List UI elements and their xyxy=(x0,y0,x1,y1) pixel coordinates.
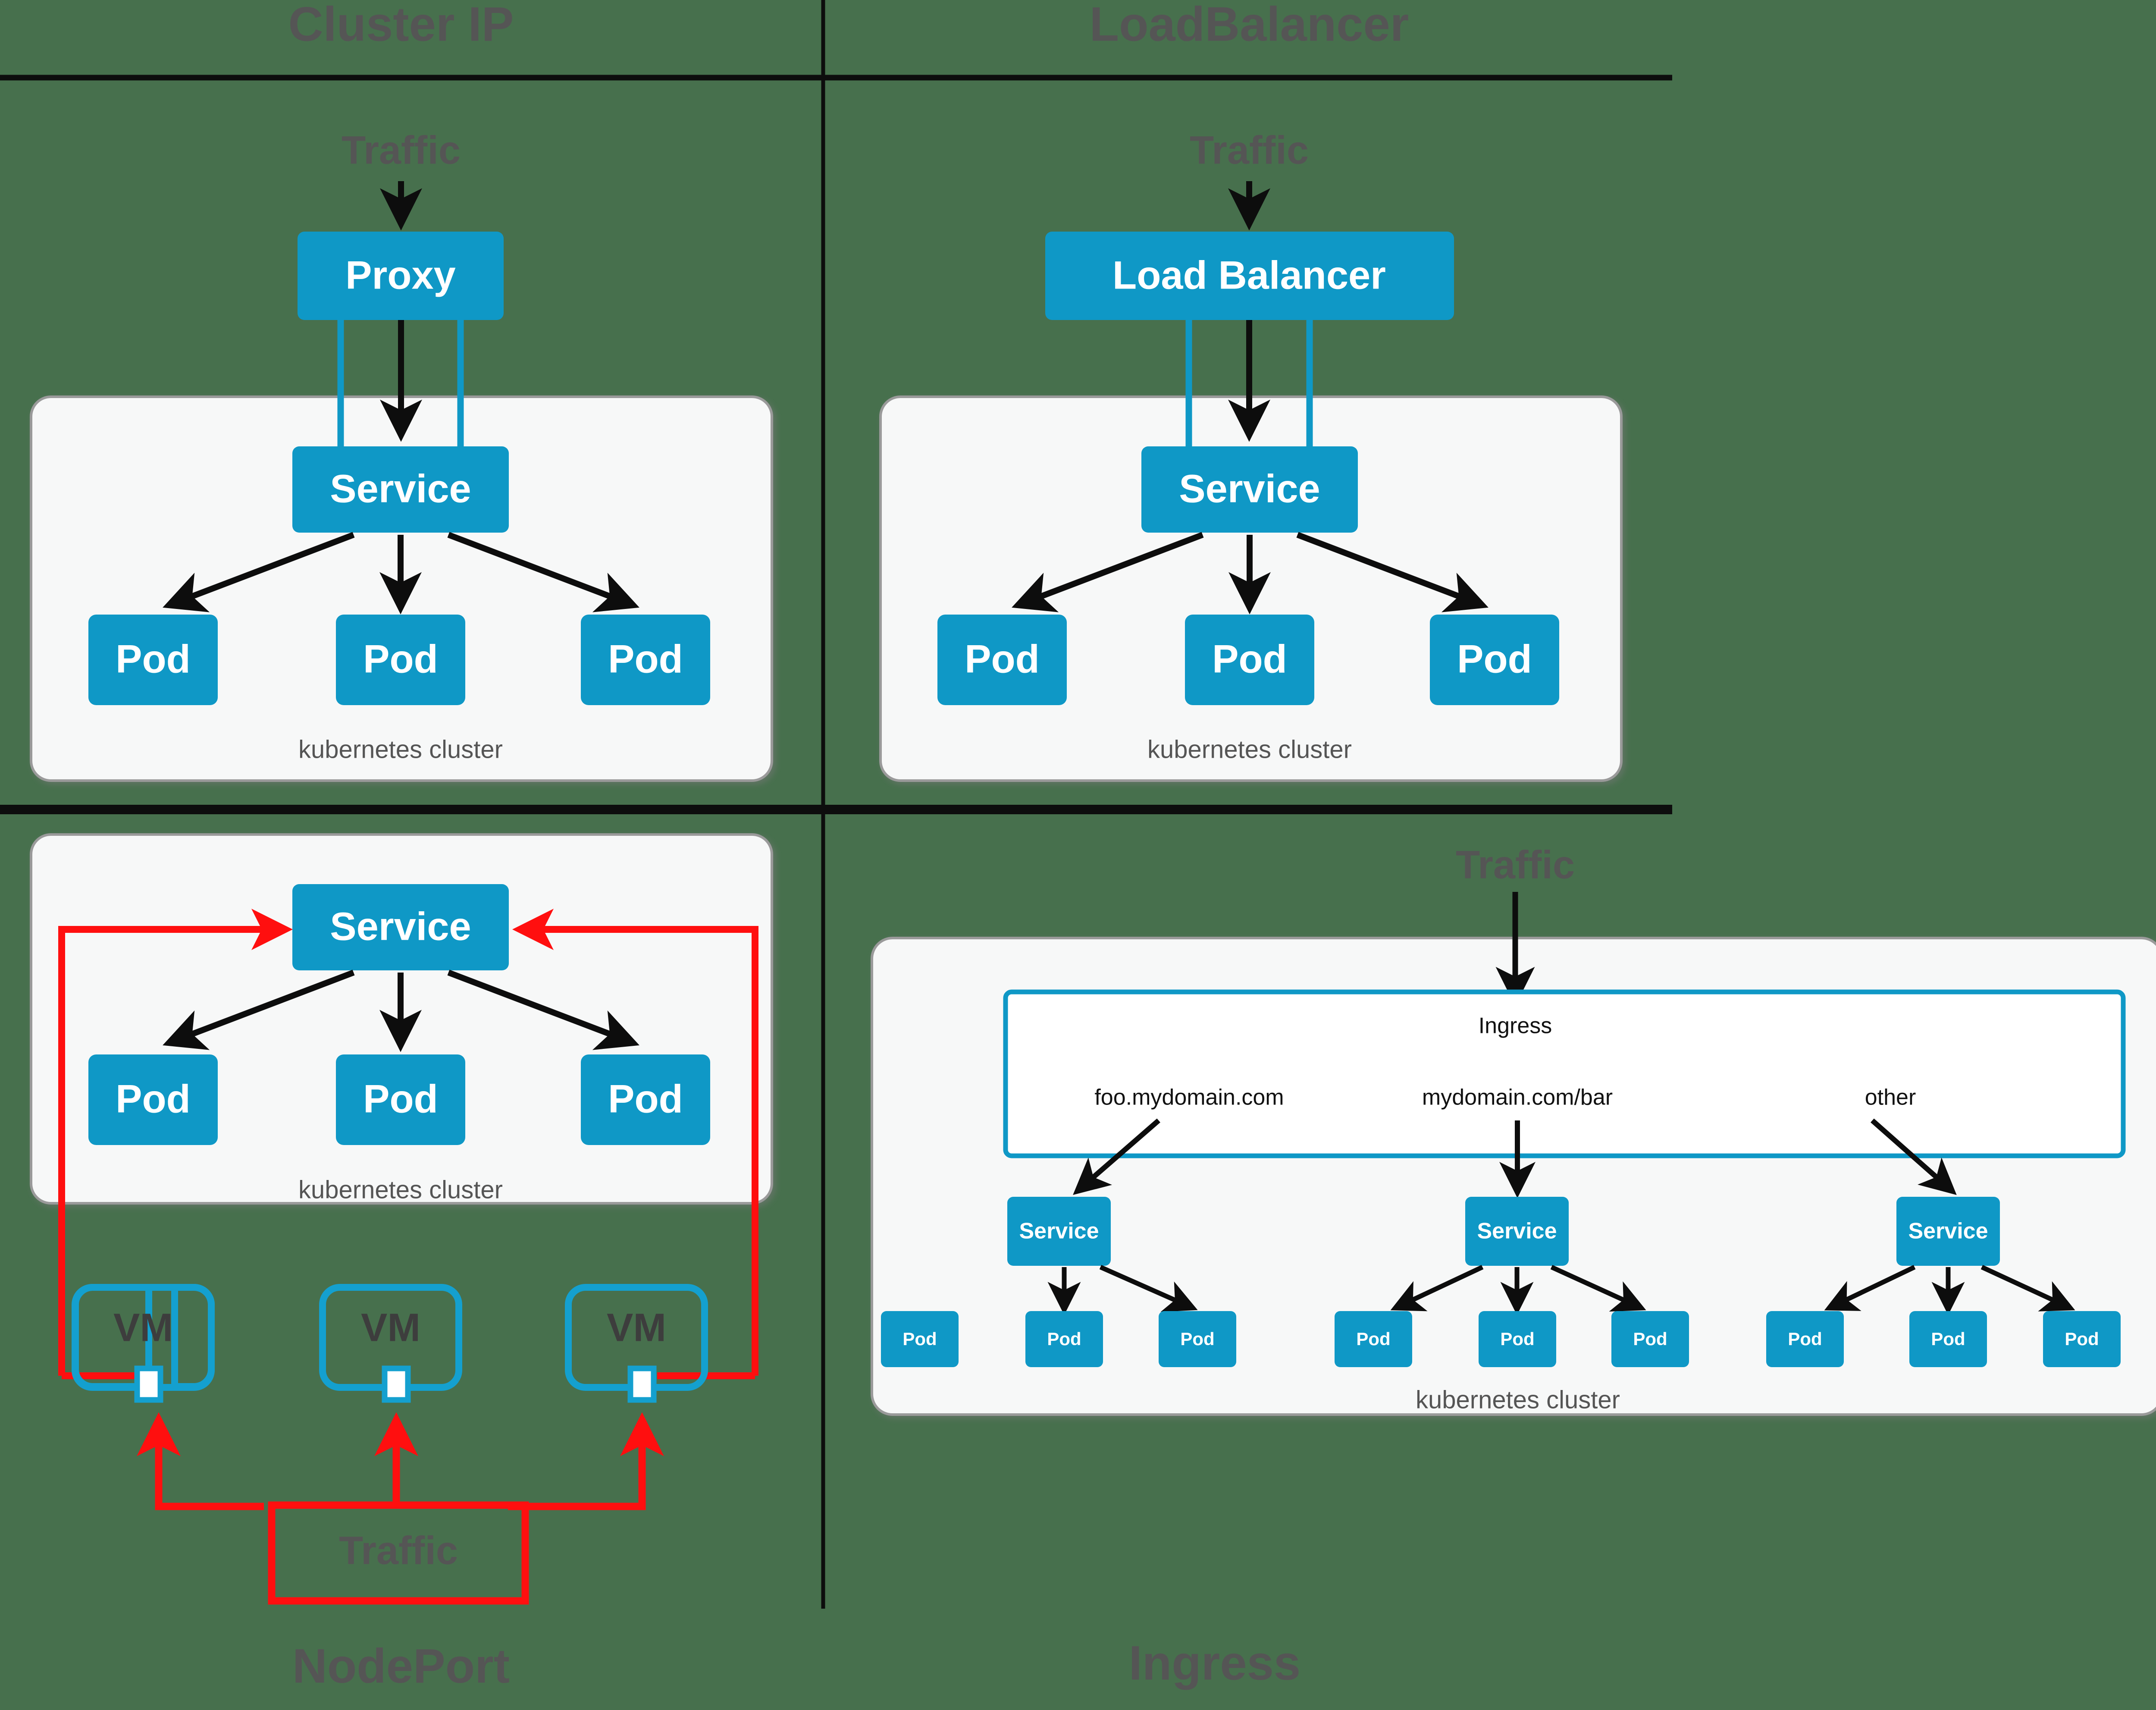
quadrant-title-loadbalancer: LoadBalancer xyxy=(1090,0,1409,51)
node-service-cluster-ip-label: Service xyxy=(330,467,471,511)
arrow-svc3-to-pod9 xyxy=(1981,1265,2075,1312)
node-pod-label: Pod xyxy=(608,637,683,681)
vm-port-icon xyxy=(134,1365,163,1403)
node-pod[interactable] xyxy=(1611,1311,1689,1367)
node-service-cluster-ip[interactable] xyxy=(292,446,509,533)
arrow-rule1-to-service1 xyxy=(1073,1118,1160,1195)
node-pod[interactable] xyxy=(1766,1311,1844,1367)
node-pod[interactable] xyxy=(2043,1311,2121,1367)
cluster-label-loadbalancer: kubernetes cluster xyxy=(1147,735,1352,763)
node-pod[interactable] xyxy=(1430,615,1559,705)
arrow-svc1-to-pod3 xyxy=(1099,1264,1198,1312)
node-pod[interactable] xyxy=(581,615,710,705)
traffic-label-cluster-ip: Traffic xyxy=(342,128,461,172)
quadrant-title-nodeport: NodePort xyxy=(292,1639,510,1693)
node-pod-label: Pod xyxy=(1457,637,1532,681)
node-pod-label: Pod xyxy=(965,637,1040,681)
node-pod[interactable] xyxy=(1335,1311,1412,1367)
traffic-label-ingress: Traffic xyxy=(1456,843,1575,887)
node-pod[interactable] xyxy=(88,615,218,705)
arrow-svc2-to-pod6 xyxy=(1550,1264,1646,1312)
red-path-traffic-to-vm1 xyxy=(137,1412,264,1510)
ingress-rule-host-2[interactable]: mydomain.com/bar xyxy=(1422,1085,1613,1110)
node-pod-label: Pod xyxy=(363,1077,438,1121)
arrow-rule3-to-service3 xyxy=(1871,1118,1957,1195)
node-pod[interactable] xyxy=(88,1054,218,1145)
node-pod[interactable] xyxy=(1185,615,1314,705)
node-pod-label: Pod xyxy=(1047,1329,1081,1349)
node-service-loadbalancer[interactable] xyxy=(1141,446,1358,533)
node-pod-label: Pod xyxy=(608,1077,683,1121)
node-pod-label: Pod xyxy=(1633,1329,1667,1349)
node-service-ingress-1[interactable] xyxy=(1007,1197,1111,1266)
cluster-label-ingress: kubernetes cluster xyxy=(1416,1386,1620,1414)
node-pod-label: Pod xyxy=(1788,1329,1822,1349)
red-path-traffic-to-vm3 xyxy=(508,1412,664,1510)
vm-node-label: VM xyxy=(361,1305,420,1349)
vm-node-2[interactable]: VM xyxy=(319,1284,462,1403)
vm-node-3[interactable]: VM xyxy=(565,1284,708,1403)
node-service-ingress-2-label: Service xyxy=(1477,1219,1557,1244)
ingress-rule-host-3[interactable]: other xyxy=(1865,1085,1916,1110)
node-service-ingress-3[interactable] xyxy=(1896,1197,2000,1266)
node-load-balancer[interactable] xyxy=(1045,232,1454,320)
node-pod[interactable] xyxy=(881,1311,959,1367)
arrow-service-to-pod-1 xyxy=(163,970,355,1050)
vm-node-label: VM xyxy=(607,1305,666,1349)
node-service-loadbalancer-label: Service xyxy=(1179,467,1320,511)
node-pod[interactable] xyxy=(1025,1311,1103,1367)
node-service-ingress-3-label: Service xyxy=(1908,1219,1988,1244)
vm-node-1[interactable]: VM xyxy=(72,1284,215,1403)
vm-port-icon xyxy=(382,1365,411,1403)
node-proxy-label: Proxy xyxy=(345,253,456,297)
node-pod[interactable] xyxy=(336,1054,465,1145)
arrow-service-to-pod-3 xyxy=(447,970,639,1050)
node-pod-label: Pod xyxy=(116,637,191,681)
ingress-box-title: Ingress xyxy=(1479,1013,1552,1039)
node-service-ingress-2[interactable] xyxy=(1465,1197,1569,1266)
node-pod[interactable] xyxy=(1159,1311,1236,1367)
node-service-nodeport-label: Service xyxy=(330,904,471,948)
node-pod-label: Pod xyxy=(1180,1329,1214,1349)
arrow-svc3-to-pod7 xyxy=(1824,1265,1916,1311)
node-pod-label: Pod xyxy=(363,637,438,681)
node-pod-label: Pod xyxy=(1500,1329,1534,1349)
cluster-label-nodeport: kubernetes cluster xyxy=(298,1176,503,1204)
red-path-right-to-service xyxy=(512,909,758,1376)
node-pod-label: Pod xyxy=(1931,1329,1965,1349)
node-pod[interactable] xyxy=(336,615,465,705)
arrow-service-to-pod-3 xyxy=(1296,532,1489,612)
node-pod-label: Pod xyxy=(2065,1329,2099,1349)
red-path-left-to-service xyxy=(58,909,293,1376)
node-pod[interactable] xyxy=(1479,1311,1556,1367)
node-pod-label: Pod xyxy=(116,1077,191,1121)
node-pod[interactable] xyxy=(581,1054,710,1145)
arrow-service-to-pod-1 xyxy=(1012,532,1204,612)
cluster-label-cluster-ip: kubernetes cluster xyxy=(298,735,503,763)
vm-port-icon xyxy=(627,1365,657,1403)
arrow-service-to-pod-1 xyxy=(163,532,355,612)
quadrant-title-cluster-ip: Cluster IP xyxy=(288,0,514,51)
node-pod[interactable] xyxy=(937,615,1067,705)
arrow-svc2-to-pod4 xyxy=(1390,1265,1484,1312)
traffic-source-box-nodeport xyxy=(268,1501,529,1605)
quadrant-title-ingress: Ingress xyxy=(1129,1636,1300,1690)
node-service-ingress-1-label: Service xyxy=(1019,1219,1099,1244)
node-pod-label: Pod xyxy=(903,1329,937,1349)
traffic-label-nodeport: Traffic xyxy=(339,1528,458,1572)
ingress-rule-host-1[interactable]: foo.mydomain.com xyxy=(1094,1085,1284,1110)
node-pod-label: Pod xyxy=(1212,637,1287,681)
node-pod-label: Pod xyxy=(1356,1329,1390,1349)
ingress-rule-box xyxy=(1003,989,2126,1158)
arrow-service-to-pod-3 xyxy=(447,532,639,612)
node-proxy[interactable] xyxy=(298,232,504,320)
traffic-label-loadbalancer: Traffic xyxy=(1190,128,1309,172)
node-pod[interactable] xyxy=(1909,1311,1987,1367)
node-service-nodeport[interactable] xyxy=(292,884,509,970)
node-load-balancer-label: Load Balancer xyxy=(1112,253,1386,297)
vm-node-label: VM xyxy=(113,1305,173,1349)
